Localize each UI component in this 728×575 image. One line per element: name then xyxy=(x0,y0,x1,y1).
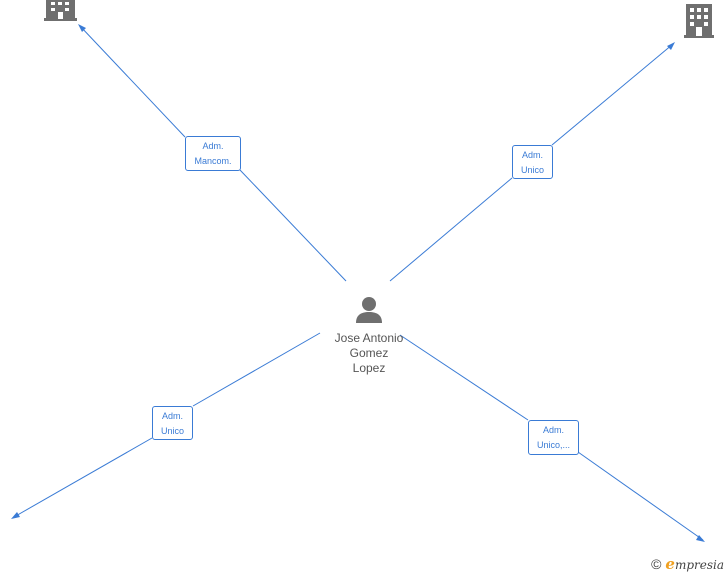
building-icon[interactable] xyxy=(684,4,714,38)
arrow-head xyxy=(78,24,86,32)
footer-brand: © empresia xyxy=(651,555,724,573)
relation-role: Adm. xyxy=(202,141,224,151)
relation-label-2[interactable]: Adm. Unico xyxy=(152,406,193,440)
relation-role: Adm. xyxy=(161,411,183,421)
copyright-icon: © xyxy=(651,556,662,572)
person-name-line: Lopez xyxy=(352,361,386,375)
relation-label-0[interactable]: Adm. Mancom. xyxy=(185,136,241,171)
relation-detail: Unico xyxy=(520,165,544,175)
edge-2 xyxy=(11,332,321,519)
building-icon[interactable] xyxy=(44,0,77,21)
arrow-head xyxy=(667,42,675,50)
edge-0 xyxy=(78,24,347,282)
relation-label-1[interactable]: Adm. Unico xyxy=(512,145,553,179)
relation-detail: Unico,... xyxy=(536,440,570,450)
edge-3 xyxy=(399,334,705,542)
relation-role: Adm. xyxy=(542,425,564,435)
relation-role: Adm. xyxy=(521,150,543,160)
brand-logo: empresia xyxy=(665,555,724,573)
person-name-line: Jose Antonio xyxy=(334,331,404,345)
relation-detail: Unico xyxy=(160,426,184,436)
relation-detail: Mancom. xyxy=(194,156,232,166)
arrow-head xyxy=(11,512,20,519)
person-icon[interactable] xyxy=(356,297,382,323)
arrow-head xyxy=(696,535,705,542)
edge-1 xyxy=(389,42,675,282)
relation-label-3[interactable]: Adm. Unico,... xyxy=(528,420,579,455)
person-name[interactable]: Jose Antonio Gomez Lopez xyxy=(320,331,418,376)
person-name-line: Gomez xyxy=(349,346,389,360)
